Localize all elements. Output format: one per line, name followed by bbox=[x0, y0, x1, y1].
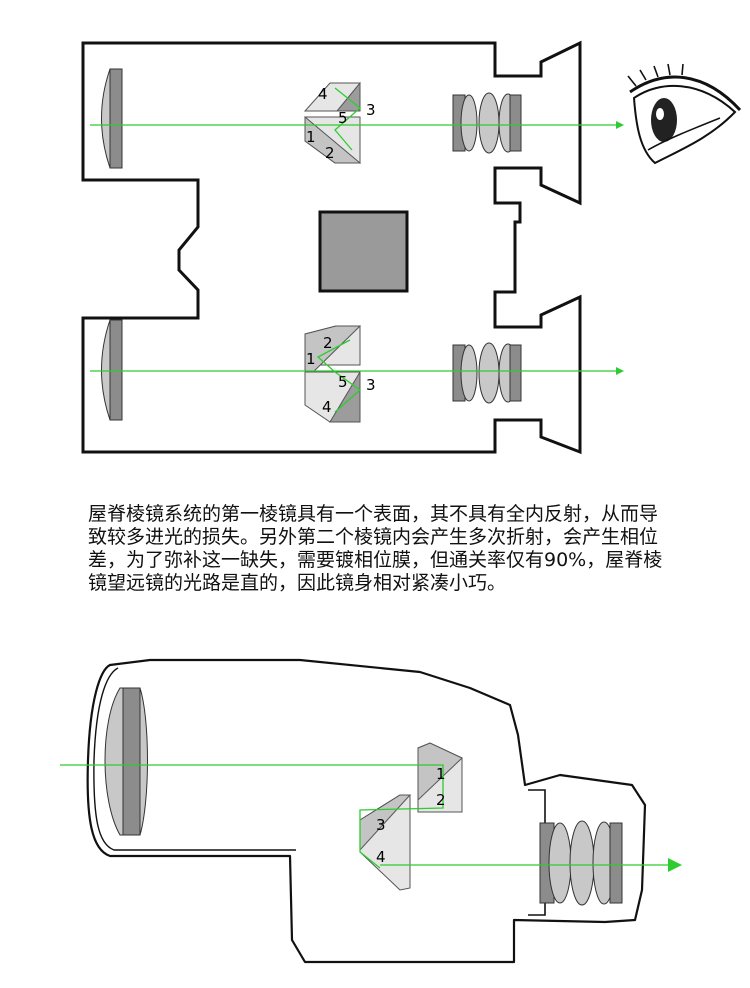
caption-line: 镜望远镜的光路是直的，因此镜身相对紧凑小巧。 bbox=[88, 572, 507, 594]
description-paragraph: 屋脊棱镜系统的第一棱镜具有一个表面，其不具有全内反射，从而导 致较多进光的损失。… bbox=[88, 503, 728, 595]
lower-prism-label-2: 2 bbox=[323, 334, 333, 352]
upper-light-ray bbox=[90, 121, 624, 129]
scope-body-outline bbox=[86, 658, 647, 964]
scope-light-ray bbox=[60, 764, 682, 872]
scope-prism-label-4: 4 bbox=[376, 848, 386, 866]
upper-roof-prism: 4 5 3 1 2 bbox=[303, 81, 376, 164]
eye-icon bbox=[627, 63, 742, 165]
upper-prism-label-4: 4 bbox=[318, 85, 328, 103]
binocular-body-outline bbox=[81, 40, 582, 455]
roof-prism-scope-diagram: 1 2 3 4 bbox=[60, 658, 682, 964]
scope-objective-lens bbox=[104, 687, 148, 836]
caption-line: 致较多进光的损失。另外第二个棱镜内会产生多次折射，会产生相位 bbox=[88, 526, 659, 548]
lower-prism-label-1: 1 bbox=[306, 350, 316, 368]
lower-prism-label-3: 3 bbox=[366, 376, 376, 394]
lower-light-ray bbox=[90, 367, 624, 375]
upper-objective-lens bbox=[101, 68, 123, 169]
scope-eyepiece-lenses bbox=[539, 820, 623, 906]
upper-prism-label-3: 3 bbox=[366, 101, 376, 119]
scope-roof-prism: 1 2 3 4 bbox=[359, 742, 463, 891]
caption-line: 屋脊棱镜系统的第一棱镜具有一个表面，其不具有全内反射，从而导 bbox=[88, 503, 659, 525]
lower-eyepiece-lenses bbox=[452, 342, 522, 404]
caption-line: 差，为了弥补这一缺失，需要镀相位膜，但通关率仅有90%，屋脊棱 bbox=[88, 549, 663, 571]
lower-roof-prism: 2 1 5 3 4 bbox=[304, 325, 376, 423]
scope-prism-label-1: 1 bbox=[436, 765, 446, 783]
upper-prism-label-5: 5 bbox=[338, 109, 348, 127]
upper-prism-label-2: 2 bbox=[325, 144, 335, 162]
upper-eyepiece-lenses bbox=[452, 92, 522, 154]
scope-body-inner-line bbox=[93, 667, 296, 851]
roof-prism-binocular-diagram: 4 5 3 1 2 2 1 5 3 4 bbox=[81, 40, 742, 455]
scope-prism-label-3: 3 bbox=[376, 816, 386, 834]
lower-prism-label-4: 4 bbox=[322, 398, 332, 416]
scope-prism-label-2: 2 bbox=[436, 791, 446, 809]
upper-prism-label-1: 1 bbox=[306, 128, 316, 146]
lower-objective-lens bbox=[101, 319, 123, 421]
lower-prism-label-5: 5 bbox=[338, 373, 348, 391]
hinge-block bbox=[318, 210, 409, 293]
